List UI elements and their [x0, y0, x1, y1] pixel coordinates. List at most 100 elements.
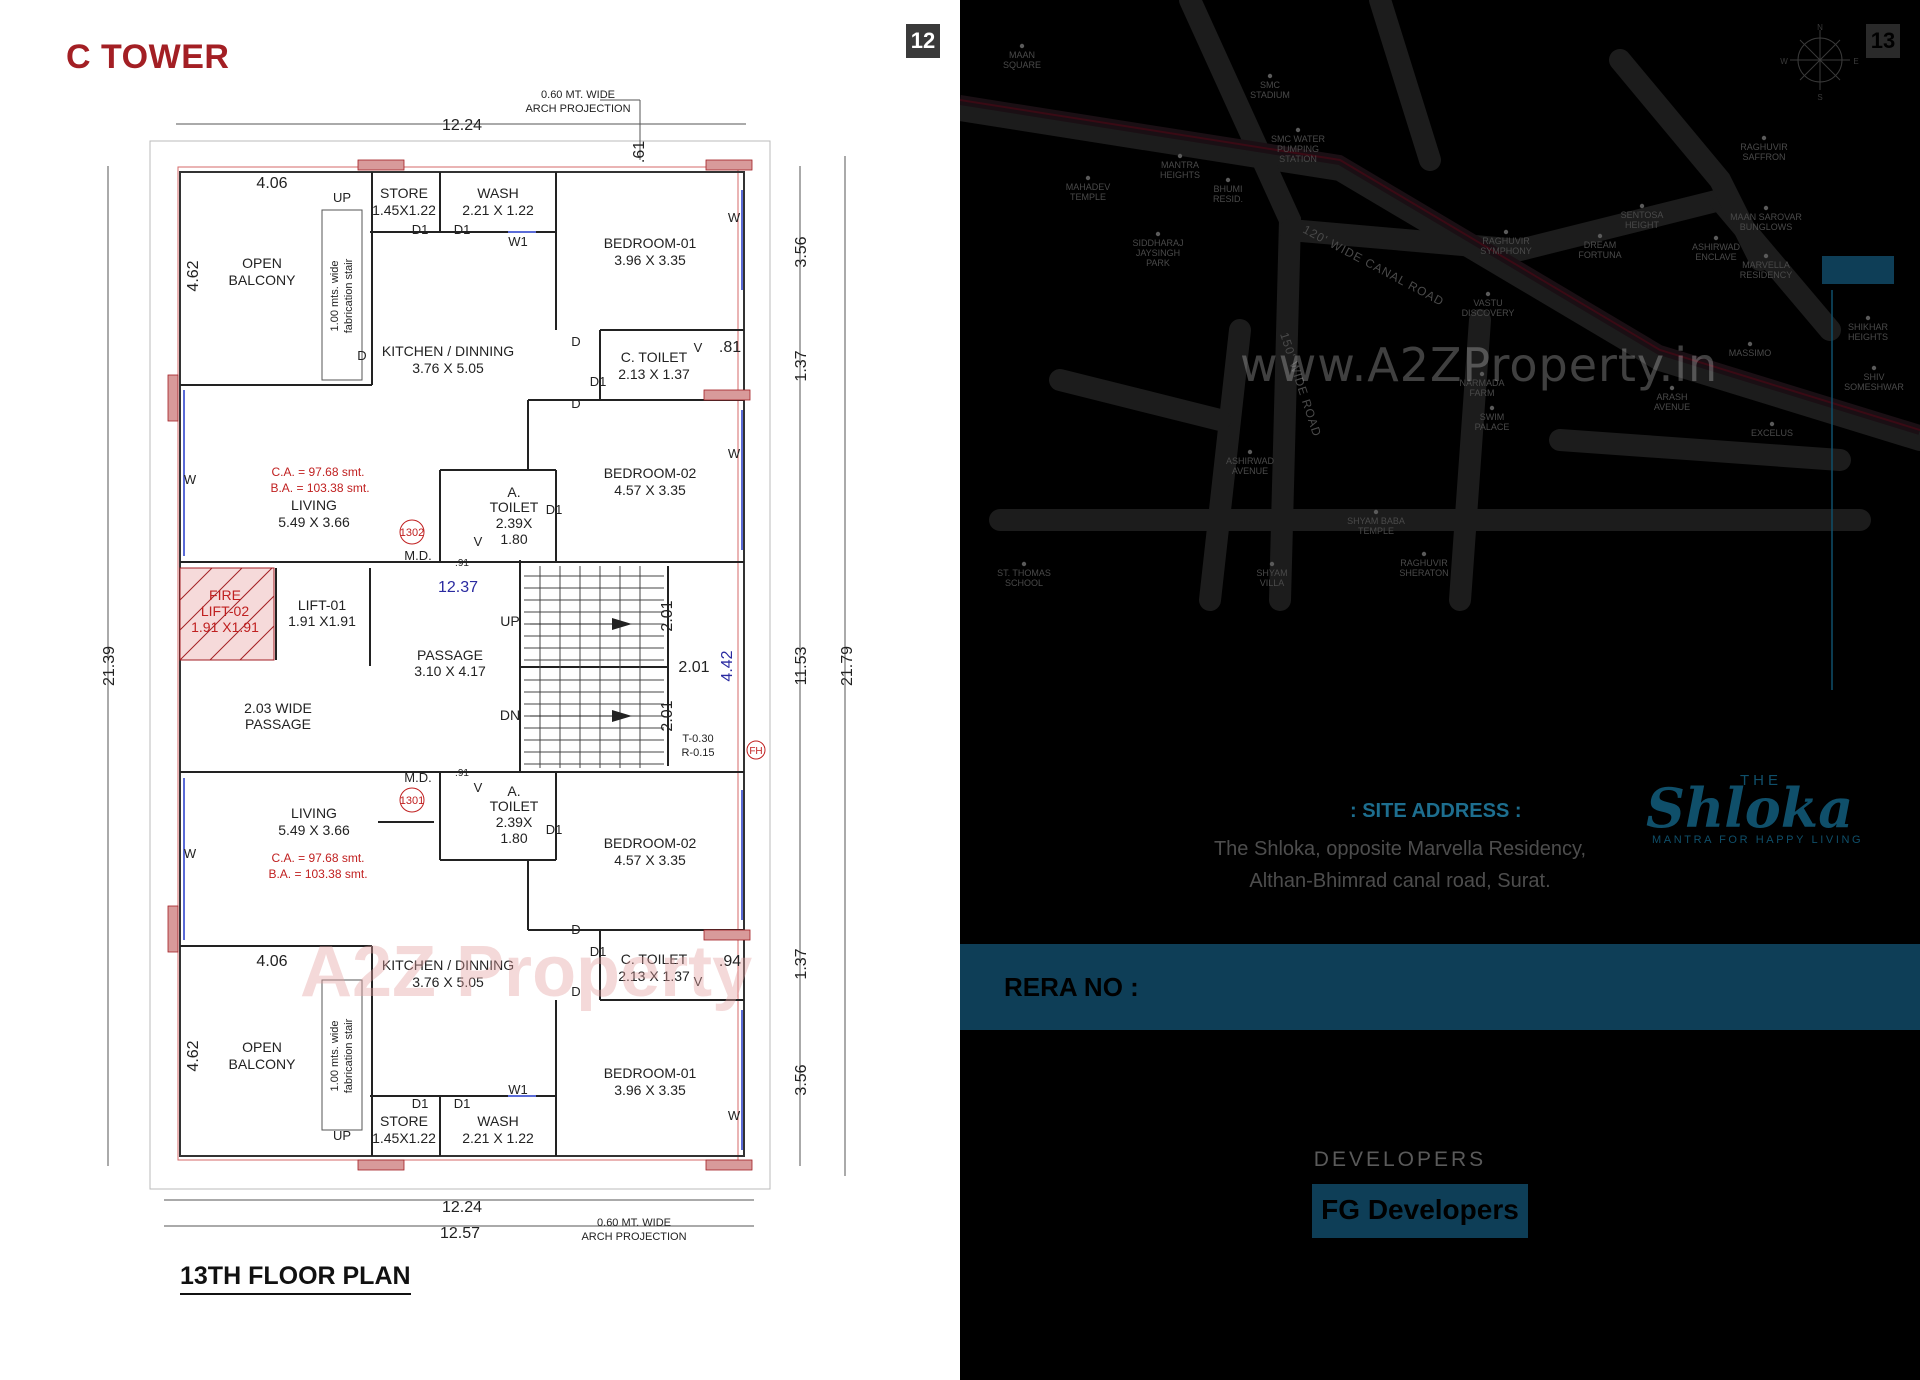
bottom-unit-number: 1301 — [400, 795, 424, 807]
lift-name: LIFT-01 — [298, 597, 346, 613]
top-balcony-line1: OPEN — [242, 255, 282, 271]
bottom-living-size: 5.49 X 3.66 — [278, 822, 350, 838]
top-ctoilet-size: 2.13 X 1.37 — [618, 366, 690, 382]
bottom-wash-name: WASH — [477, 1113, 518, 1129]
door-d1-top-b: D1 — [454, 222, 471, 237]
vent-91-top: .91 — [455, 558, 469, 569]
landmark-dot-bhumi — [1225, 177, 1231, 183]
door-d1-top-atoilet: D1 — [546, 502, 563, 517]
page-number-left: 12 — [906, 24, 940, 58]
door-d-top-balcony: D — [357, 348, 366, 363]
vent-v-bottom: V — [694, 974, 703, 989]
landmark-dot-st-thomas — [1021, 561, 1027, 567]
landmark-massimo: MASSIMO — [1729, 348, 1772, 358]
watermark: A2Z Property — [300, 932, 752, 1012]
top-ba: B.A. = 103.38 smt. — [270, 481, 369, 495]
top-store-name: STORE — [380, 185, 428, 201]
landmark-dot-vastu — [1485, 291, 1491, 297]
top-kitchen-size: 3.76 X 5.05 — [412, 360, 484, 376]
stair-riser: R-0.15 — [681, 747, 714, 759]
bottom-store-name: STORE — [380, 1113, 428, 1129]
window-w-bottom-living: W — [184, 846, 197, 861]
top-kitchen-name: KITCHEN / DINNING — [382, 343, 514, 359]
door-d1-top-toilet: D1 — [590, 374, 607, 389]
landmark-dot-dream-fortuna — [1597, 233, 1603, 239]
top-unit-number: 1302 — [400, 527, 424, 539]
dim-core-width: 12.37 — [438, 579, 478, 596]
landmark-excelus: EXCELUS — [1751, 428, 1793, 438]
dim-balcony-width-bottom: 4.06 — [256, 953, 287, 970]
developers-heading: DEVELOPERS — [1313, 1148, 1487, 1171]
top-bedroom1-name: BEDROOM-01 — [604, 235, 697, 251]
landmark-dot-sentosa — [1639, 203, 1645, 209]
compass-s: S — [1817, 93, 1822, 102]
bottom-living-name: LIVING — [291, 805, 337, 821]
dim-top-width: 12.24 — [442, 117, 482, 134]
door-d1-bottom-toilet: D1 — [590, 944, 607, 959]
landmark-dot-marvella — [1763, 253, 1769, 259]
door-d-bottom-bed1: D — [571, 984, 580, 999]
site-address-line1: The Shloka, opposite Marvella Residency, — [1213, 838, 1587, 860]
top-bedroom1-size: 3.96 X 3.35 — [614, 252, 686, 268]
floor-plan-drawing: 12.24 12.24 12.57 4.06 4.06 12.37 .81 .9… — [101, 89, 856, 1243]
landmark-dot-maan-sarovar — [1763, 205, 1769, 211]
dim-balcony-height-bottom: 4.62 — [185, 1040, 202, 1071]
top-stair-note-2: fabrication stair — [343, 258, 355, 333]
compass-n: N — [1817, 23, 1823, 32]
right-page-location: 13 N S E — [960, 0, 1920, 1380]
developer-name: FG Developers — [1321, 1194, 1519, 1225]
top-ctoilet-name: C. TOILET — [621, 349, 688, 365]
bottom-ca: C.A. = 97.68 smt. — [271, 851, 364, 865]
lift-size: 1.91 X1.91 — [288, 613, 356, 629]
rera-label: RERA NO : — [1004, 972, 1139, 1002]
window-w-bottom-bed1: W — [728, 1108, 741, 1123]
bottom-ba: B.A. = 103.38 smt. — [268, 867, 367, 881]
landmark-dot-raghuvir-saffron — [1761, 135, 1767, 141]
rera-band: RERA NO : — [960, 944, 1920, 1030]
fire-lift-line2: LIFT-02 — [201, 603, 249, 619]
landmark-dot-raghuvir-sheraton — [1421, 551, 1427, 557]
bottom-atoilet-4: 1.80 — [500, 830, 527, 846]
bottom-bedroom1-name: BEDROOM-01 — [604, 1065, 697, 1081]
top-living-name: LIVING — [291, 497, 337, 513]
bottom-atoilet-3: 2.39X — [496, 814, 533, 830]
door-d-top-bed2: D — [571, 396, 580, 411]
vent-v-top-atoilet: V — [474, 534, 483, 549]
door-up-top: UP — [333, 190, 351, 205]
brand-tagline: MANTRA FOR HAPPY LIVING — [1652, 834, 1864, 846]
door-md-bottom: M.D. — [404, 770, 431, 785]
top-balcony-line2: BALCONY — [229, 272, 297, 288]
wide-passage-line2: PASSAGE — [245, 716, 311, 732]
top-wash-name: WASH — [477, 185, 518, 201]
dim-right-137-bottom: 1.37 — [793, 948, 810, 979]
landmark-dot-maan-square — [1019, 43, 1025, 49]
left-page-floor-plan: C TOWER 12 — [0, 0, 960, 1380]
window-w-top-living: W — [184, 472, 197, 487]
dim-bottom-width-1: 12.24 — [442, 1199, 482, 1216]
bottom-bedroom2-size: 4.57 X 3.35 — [614, 852, 686, 868]
passage-name: PASSAGE — [417, 647, 483, 663]
dim-bottom-width-2: 12.57 — [440, 1225, 480, 1242]
bottom-atoilet-1: A. — [507, 783, 520, 799]
landmark-dot-shyam-villa — [1269, 561, 1275, 567]
top-atoilet-1: A. — [507, 484, 520, 500]
tower-title: C TOWER — [66, 38, 230, 76]
dim-balcony-height-top: 4.62 — [185, 260, 202, 291]
bottom-ctoilet-name: C. TOILET — [621, 951, 688, 967]
bottom-bedroom1-size: 3.96 X 3.35 — [614, 1082, 686, 1098]
dim-right-137-top: 1.37 — [793, 350, 810, 381]
